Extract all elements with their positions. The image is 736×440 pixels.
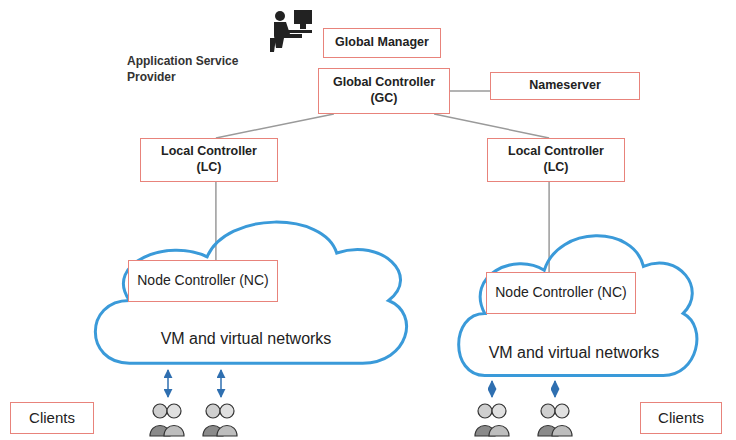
provider-label: Application Service Provider — [127, 54, 262, 85]
client-people-icon — [538, 404, 572, 436]
cloud-outline — [459, 236, 697, 376]
connector-line — [434, 114, 549, 138]
controller-box: Local Controller (LC) — [487, 138, 625, 182]
connector-line — [216, 114, 334, 138]
box-label: Clients — [29, 409, 75, 428]
clients-box: Clients — [640, 402, 722, 434]
region-title: VM and virtual networks — [489, 344, 660, 362]
connector-line — [215, 182, 217, 260]
box-label: Global Controller (GC) — [325, 75, 443, 106]
controller-box: Node Controller (NC) — [128, 260, 278, 302]
manager-box: Global Manager — [323, 28, 441, 58]
controller-box: Local Controller (LC) — [140, 138, 278, 182]
box-label: Node Controller (NC) — [495, 284, 626, 302]
clients-box: Clients — [10, 402, 94, 434]
region-title: VM and virtual networks — [161, 330, 332, 348]
controller-box: Global Controller (GC) — [318, 68, 450, 114]
box-label: Local Controller (LC) — [147, 144, 271, 175]
connector-line — [450, 90, 490, 92]
client-people-icon — [203, 404, 237, 436]
client-people-icon — [150, 404, 184, 436]
cloud-region: VM and virtual networks Node Controller (… — [84, 196, 408, 386]
client-people-icon — [475, 404, 509, 436]
cloud-outline — [95, 222, 406, 363]
nameserver-box: Nameserver — [490, 72, 640, 100]
operator-icon — [270, 10, 312, 52]
box-label: Nameserver — [529, 78, 601, 94]
box-label: Clients — [658, 409, 704, 428]
cloud-region: VM and virtual networks Node Controller (… — [450, 210, 698, 398]
box-label: Local Controller (LC) — [494, 144, 618, 175]
box-label: Node Controller (NC) — [137, 272, 268, 290]
controller-box: Node Controller (NC) — [486, 272, 636, 314]
box-label: Global Manager — [335, 35, 429, 51]
